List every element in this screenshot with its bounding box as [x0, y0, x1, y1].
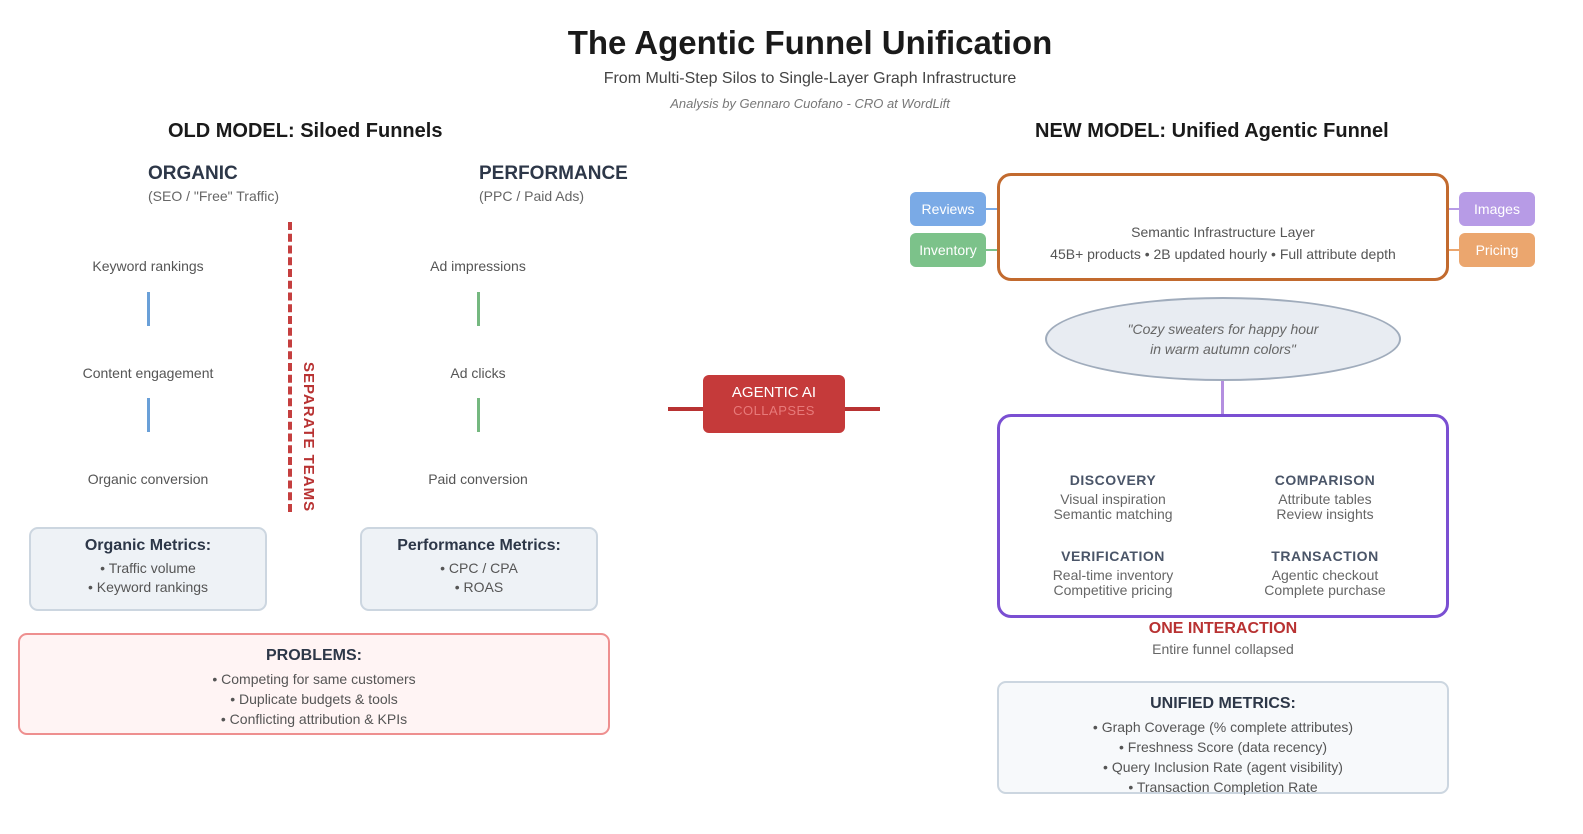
diagram-byline: Analysis by Gennaro Cuofano - CRO at Wor…	[670, 96, 950, 111]
query-text-line2: in warm autumn colors"	[1150, 341, 1296, 357]
reviews-connector	[986, 208, 997, 210]
performance-step-paid-conversion: Paid conversion	[428, 471, 528, 487]
organic-metric-item: • Traffic volume	[100, 560, 196, 576]
old-model-title: OLD MODEL: Siloed Funnels	[168, 120, 443, 142]
stage-heading: TRANSACTION	[1271, 548, 1379, 564]
semantic-layer-title: Semantic Infrastructure Layer	[1131, 224, 1315, 240]
organic-connector	[147, 398, 150, 432]
problem-item: • Conflicting attribution & KPIs	[220, 711, 408, 727]
stage-line: Complete purchase	[1264, 582, 1386, 598]
stage-line: Semantic matching	[1053, 506, 1173, 522]
unified-metric-item: • Freshness Score (data recency)	[1119, 739, 1327, 755]
unified-funnel-box	[997, 414, 1449, 618]
collapse-label-line1: AGENTIC AI	[731, 384, 817, 401]
reviews-tag: Reviews	[910, 192, 986, 226]
unified-metric-item: • Transaction Completion Rate	[1128, 779, 1318, 795]
problem-item: • Competing for same customers	[212, 671, 416, 687]
semantic-layer-description: 45B+ products • 2B updated hourly • Full…	[1050, 246, 1396, 262]
organic-metrics-heading: Organic Metrics:	[84, 537, 212, 554]
inventory-connector	[986, 249, 997, 251]
collapse-label-line2: COLLAPSES	[733, 403, 815, 418]
unified-metrics-heading: UNIFIED METRICS:	[1150, 695, 1296, 712]
example-query-ellipse: "Cozy sweaters for happy hour in warm au…	[1045, 297, 1401, 381]
inventory-tag: Inventory	[910, 233, 986, 267]
stage-line: Visual inspiration	[1060, 491, 1166, 507]
pricing-connector	[1449, 249, 1459, 251]
images-connector	[1449, 208, 1459, 210]
organic-metric-item: • Keyword rankings	[87, 579, 209, 595]
stage-heading: DISCOVERY	[1069, 472, 1157, 488]
organic-step-conversion: Organic conversion	[87, 471, 209, 487]
stage-heading: COMPARISON	[1274, 472, 1376, 488]
unified-metric-item: • Query Inclusion Rate (agent visibility…	[1103, 759, 1343, 775]
stage-line: Attribute tables	[1278, 491, 1372, 507]
performance-connector	[477, 398, 480, 432]
performance-metrics-box: Performance Metrics: • CPC / CPA • ROAS	[360, 527, 598, 611]
unified-metric-item: • Graph Coverage (% complete attributes)	[1092, 719, 1354, 735]
new-model-title: NEW MODEL: Unified Agentic Funnel	[1035, 120, 1389, 142]
performance-subheading: (PPC / Paid Ads)	[479, 188, 585, 204]
performance-step-ad-impressions: Ad impressions	[430, 258, 526, 274]
separator-dashed-line	[288, 222, 292, 512]
problem-item: • Duplicate budgets & tools	[230, 691, 398, 707]
stage-transaction: TRANSACTION Agentic checkout Complete pu…	[1225, 548, 1425, 598]
separator-label: SEPARATE TEAMS	[300, 362, 317, 513]
performance-metric-item: • CPC / CPA	[440, 560, 518, 576]
problems-heading: PROBLEMS:	[266, 647, 362, 664]
problems-box: PROBLEMS: • Competing for same customers…	[18, 633, 610, 735]
one-interaction-subheading: Entire funnel collapsed	[1152, 641, 1294, 657]
stage-line: Competitive pricing	[1053, 582, 1173, 598]
organic-connector	[147, 292, 150, 326]
diagram-subtitle: From Multi-Step Silos to Single-Layer Gr…	[603, 70, 1017, 87]
stage-line: Review insights	[1276, 506, 1374, 522]
performance-step-ad-clicks: Ad clicks	[450, 365, 506, 381]
agentic-ai-collapse-box: AGENTIC AI COLLAPSES	[703, 375, 845, 433]
performance-heading: PERFORMANCE	[479, 163, 628, 184]
organic-metrics-box: Organic Metrics: • Traffic volume • Keyw…	[29, 527, 267, 611]
pricing-tag: Pricing	[1459, 233, 1535, 267]
stage-line: Agentic checkout	[1271, 567, 1379, 583]
organic-subheading: (SEO / "Free" Traffic)	[148, 188, 280, 204]
performance-metric-item: • ROAS	[454, 579, 504, 595]
images-tag: Images	[1459, 192, 1535, 226]
query-connector	[1221, 381, 1224, 415]
stage-verification: VERIFICATION Real-time inventory Competi…	[1013, 548, 1213, 598]
performance-connector	[477, 292, 480, 326]
semantic-infrastructure-box: Semantic Infrastructure Layer 45B+ produ…	[997, 173, 1449, 281]
stage-heading: VERIFICATION	[1061, 548, 1165, 564]
one-interaction-heading: ONE INTERACTION	[1148, 620, 1298, 637]
organic-heading: ORGANIC	[148, 163, 238, 184]
organic-step-keyword-rankings: Keyword rankings	[92, 258, 204, 274]
stage-line: Real-time inventory	[1052, 567, 1174, 583]
query-text-line1: "Cozy sweaters for happy hour	[1127, 321, 1319, 337]
diagram-title: The Agentic Funnel Unification	[567, 24, 1053, 61]
stage-comparison: COMPARISON Attribute tables Review insig…	[1225, 472, 1425, 522]
stage-discovery: DISCOVERY Visual inspiration Semantic ma…	[1013, 472, 1213, 522]
performance-metrics-heading: Performance Metrics:	[397, 537, 561, 554]
unified-metrics-box: UNIFIED METRICS: • Graph Coverage (% com…	[997, 681, 1449, 795]
organic-step-content-engagement: Content engagement	[82, 365, 214, 381]
